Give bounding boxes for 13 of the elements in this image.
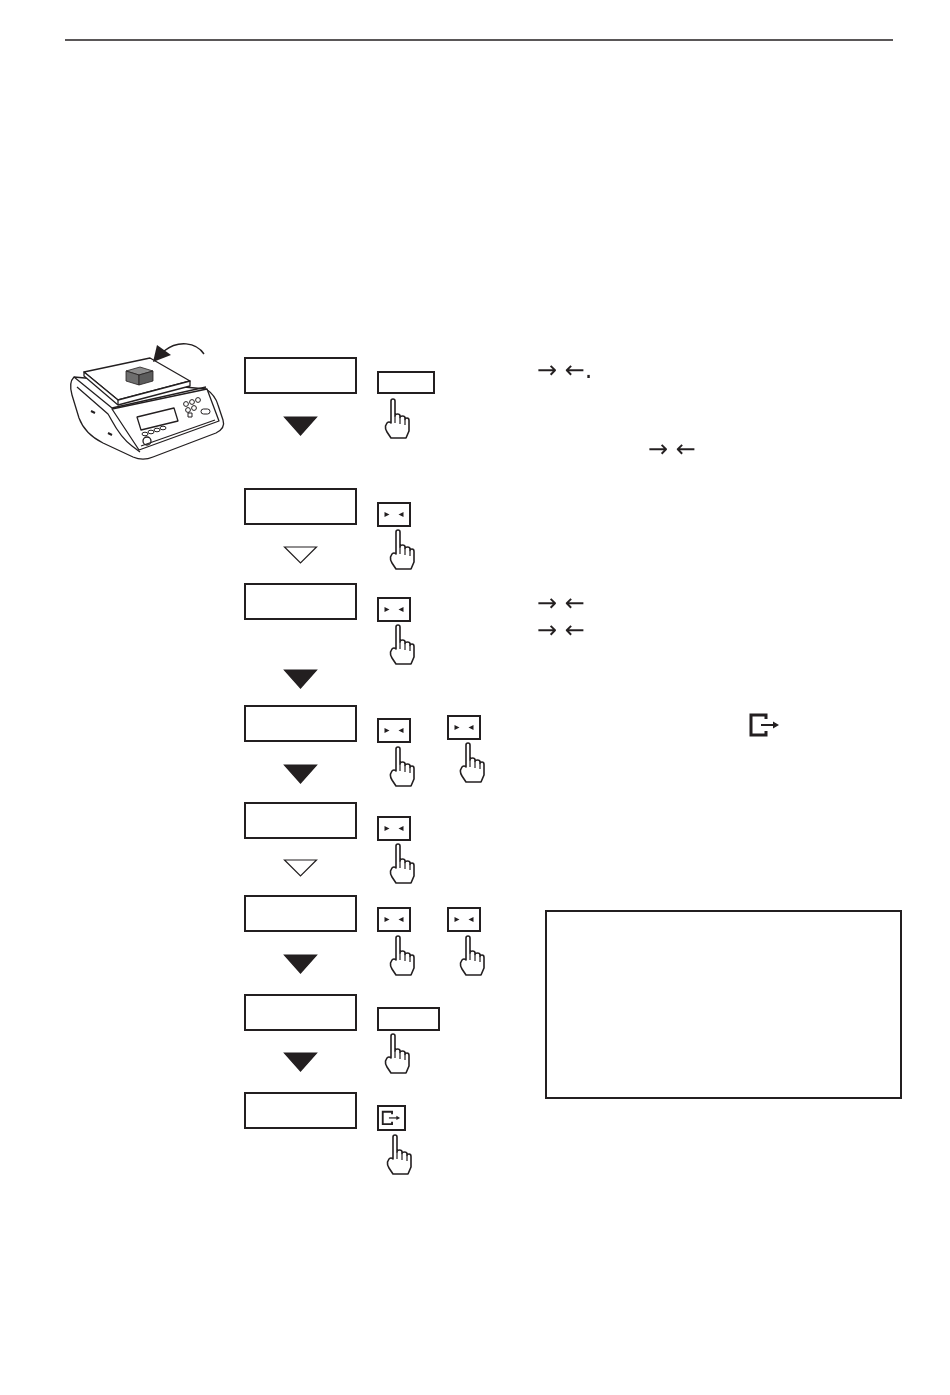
display-box <box>244 488 357 525</box>
display-box <box>244 1092 357 1129</box>
display-box <box>244 357 357 394</box>
symbol-label: → ← <box>537 591 585 615</box>
display-box <box>244 583 357 620</box>
display-box <box>244 895 357 932</box>
display-box <box>244 802 357 839</box>
symbol-label: → ←. <box>537 358 593 382</box>
display-box <box>244 705 357 742</box>
note-frame <box>545 910 902 1099</box>
symbol-label: → ← <box>648 437 696 461</box>
display-box <box>244 994 357 1031</box>
symbol-label: → ← <box>537 618 585 642</box>
